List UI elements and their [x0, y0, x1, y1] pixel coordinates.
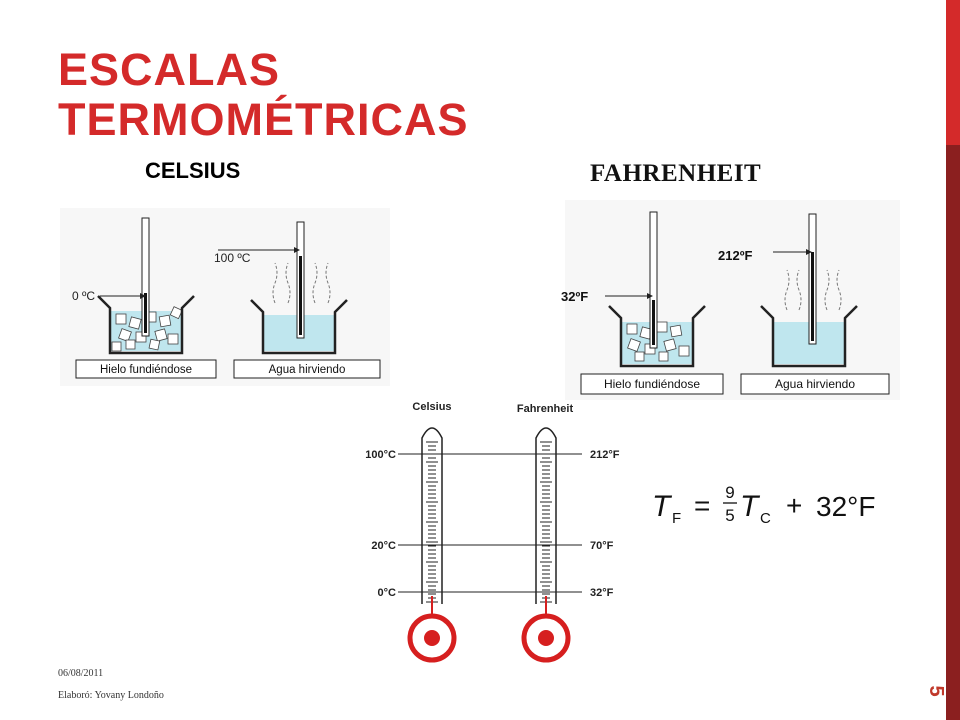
formula-equals: =	[694, 490, 710, 521]
footer-author: Elaboró: Yovany Londoño	[58, 690, 164, 701]
beaker-ice	[97, 295, 195, 355]
caption-box-right-f	[740, 373, 890, 395]
celsius-heading: CELSIUS	[145, 158, 241, 183]
boil-label-c: 100 ºC	[214, 251, 251, 265]
freeze-label-c: 0 ºC	[72, 289, 95, 303]
row-c-0: 0°C	[378, 587, 397, 599]
comparison-celsius-title: Celsius	[412, 401, 451, 413]
caption-ice-f: Hielo fundiéndose	[604, 377, 700, 391]
freeze-label-f: 32ºF	[561, 289, 588, 304]
ice-cubes	[111, 306, 183, 352]
fahrenheit-panel-bg	[565, 200, 900, 400]
row-c-100: 100°C	[365, 449, 396, 461]
caption-box-left-f	[580, 373, 724, 395]
caption-boil-f: Agua hirviendo	[775, 377, 855, 391]
formula-denominator: 5	[725, 506, 734, 525]
accent-bar-bottom	[946, 145, 960, 720]
conversion-formula: T F = 9 5 T C + 32°F	[652, 483, 875, 527]
title-line-1: ESCALAS	[58, 44, 281, 95]
boil-label-f: 212ºF	[718, 248, 752, 263]
celsius-experiment-diagram: 0 ºC 100 ºC Hielo fundiéndose Agua hirvi…	[60, 208, 390, 386]
accent-bar-top	[946, 0, 960, 145]
ice-cubes-f	[626, 321, 690, 362]
fahrenheit-ticks	[540, 441, 552, 603]
caption-ice-c: Hielo fundiéndose	[100, 364, 192, 376]
thermometer-ice	[141, 217, 150, 337]
row-f-212: 212°F	[590, 449, 620, 461]
fahrenheit-heading: FAHRENHEIT	[590, 160, 762, 187]
fahrenheit-tube	[535, 427, 557, 604]
row-c-20: 20°C	[371, 540, 396, 552]
caption-box-left	[75, 359, 217, 379]
thermometer-ice-f	[649, 211, 658, 349]
formula-var-sub: C	[760, 510, 771, 527]
celsius-panel-bg	[60, 208, 390, 386]
formula-lhs-sub: F	[672, 510, 681, 527]
celsius-bulb	[424, 630, 440, 646]
arrowhead-boil	[294, 247, 300, 253]
formula-numerator: 9	[725, 483, 734, 502]
caption-boil-c: Agua hirviendo	[269, 364, 346, 376]
beaker-boiling-f	[760, 305, 858, 368]
arrowhead-boil-f	[806, 249, 812, 255]
beaker-ice-f	[608, 305, 706, 368]
slide-title: ESCALAS TERMOMÉTRICAS	[58, 45, 469, 145]
steam-f	[784, 269, 842, 311]
caption-box-right	[233, 359, 381, 379]
arrowhead-freeze-f	[647, 293, 653, 299]
row-f-70: 70°F	[590, 540, 614, 552]
celsius-tube	[421, 427, 443, 604]
fahrenheit-bulb	[538, 630, 554, 646]
formula-constant: 32°F	[816, 491, 875, 522]
formula-plus: +	[786, 490, 802, 521]
fahrenheit-experiment-diagram: 32ºF 212ºF Hielo fundiéndose Agua hirvie…	[561, 200, 900, 400]
row-f-32: 32°F	[590, 587, 614, 599]
page-number: 5	[925, 685, 947, 697]
scale-comparison-diagram: Celsius Fahrenheit 100°C 212°F 20°C 70°F…	[365, 401, 620, 663]
steam	[272, 262, 331, 304]
title-line-2: TERMOMÉTRICAS	[58, 94, 469, 145]
arrowhead-freeze	[140, 293, 146, 299]
formula-lhs: T	[652, 490, 673, 523]
beaker-boiling	[250, 299, 348, 355]
comparison-fahrenheit-title: Fahrenheit	[517, 403, 574, 415]
footer-date: 06/08/2011	[58, 668, 104, 679]
formula-var: T	[740, 490, 761, 523]
